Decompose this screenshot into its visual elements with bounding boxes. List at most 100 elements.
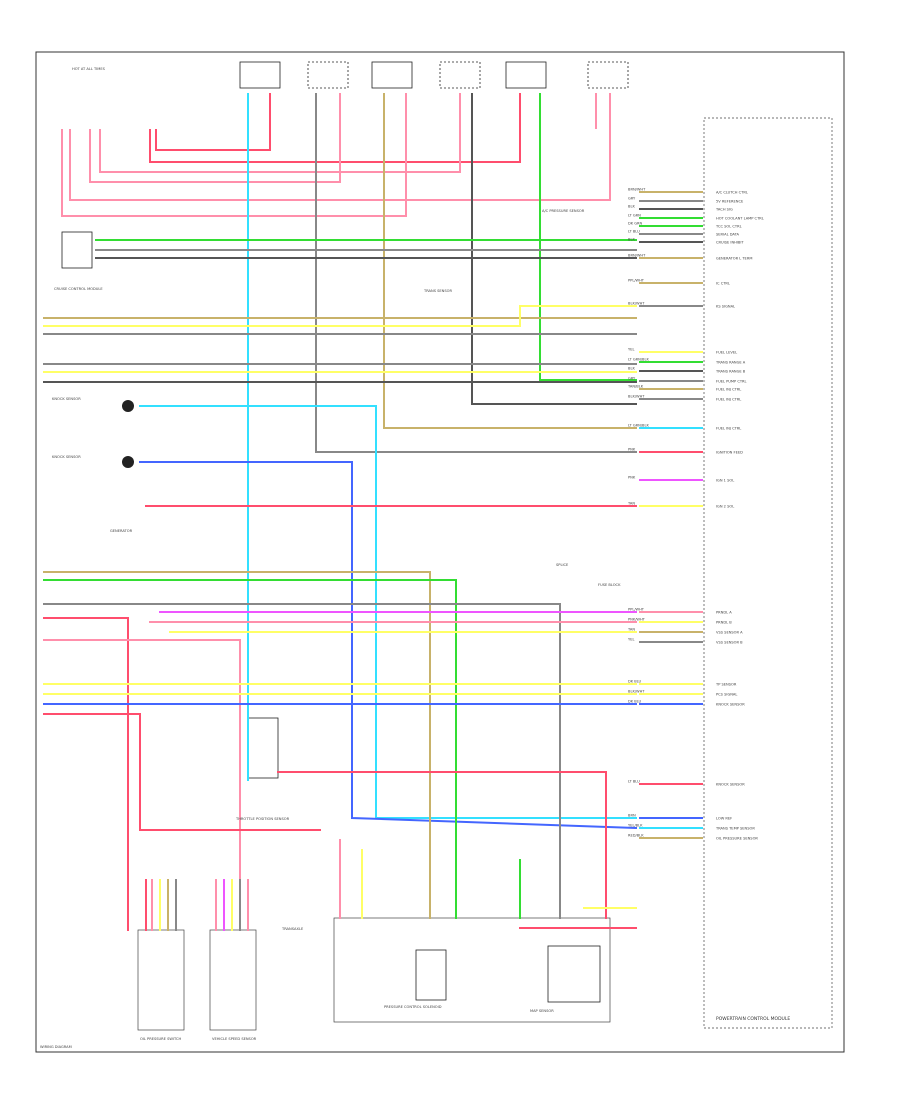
- harness-wire: [43, 603, 561, 919]
- component-labels: HOT AT ALL TIMES CRUISE CONTROL MODULE K…: [40, 67, 621, 1049]
- tcc-sensor-label: TRANS SENSOR: [423, 289, 452, 293]
- pcm-pin-wire-color: PNK: [628, 476, 636, 480]
- pcm-pin-wire-color: BRN/WHT: [628, 254, 646, 258]
- pcm-pin-label: FUEL INJ CTRL: [716, 427, 741, 431]
- pcm-pin-label: TRANS RANGE B: [715, 370, 746, 374]
- pcm-pin-label: KS SIGNAL: [716, 305, 735, 309]
- injector-signal-wire: [315, 93, 637, 453]
- pcm-pin-label: OIL PRESSURE SENSOR: [716, 837, 758, 841]
- map-sensor-box: [547, 945, 601, 1003]
- pcm-pin-wire-color: YEL: [628, 348, 634, 352]
- pcm-pin-label: VSS SENSOR A: [716, 631, 743, 635]
- injector-feed-wire: [89, 93, 341, 183]
- pcm-pin-wire-color: LT GRN: [628, 214, 641, 218]
- knock-sensor-1-icon: [122, 400, 134, 412]
- pcm-pin-label: FUEL INJ CTRL: [716, 398, 741, 402]
- hot-fuse-label: HOT AT ALL TIMES: [72, 67, 106, 71]
- map-sensor-label: MAP SENSOR: [530, 1009, 554, 1013]
- pcm-pin-wire-color: TAN: [627, 628, 635, 632]
- pin-layer: BRN/WHT A/C CLUTCH CTRL GRY 5V REFERENCE BLK…: [627, 188, 764, 841]
- data-link-wire: [43, 305, 637, 327]
- pcm-pin-label: 5V REFERENCE: [716, 200, 744, 204]
- generator-signal-wire: [277, 771, 607, 919]
- pcm-pin-wire-color: BLK: [628, 367, 635, 371]
- harness-wire: [43, 639, 241, 931]
- pcm-pin-wire-color: LT GRN/BLK: [628, 358, 649, 362]
- pcm-pin-wire-color: BRN: [628, 814, 636, 818]
- pcm-pin-wire-color: TAN/BLK: [627, 385, 644, 389]
- injector-feed-wire: [149, 93, 521, 163]
- harness-wire: [43, 713, 321, 831]
- pcm-pin-label: TP SENSOR: [715, 683, 737, 687]
- pcm-pin-label: PCS SIGNAL: [716, 693, 737, 697]
- pcm-pin-wire-color: PNK: [628, 448, 636, 452]
- wire-layer: [43, 93, 703, 931]
- pcm-pin-label: A/C CLUTCH CTRL: [716, 191, 748, 195]
- pcm-pin-label: KNOCK SENSOR: [716, 783, 745, 787]
- pcs-box: [415, 949, 447, 1001]
- pcm-pin-label: SERIAL DATA: [716, 233, 740, 237]
- pcm-pin-label: CRUISE INHIBIT: [716, 241, 744, 245]
- pcm-pin-label: IGN 1 SOL: [716, 479, 734, 483]
- pcm-pin-label: PRNDL A: [716, 611, 732, 615]
- injector-feed-wire: [99, 93, 461, 173]
- pcm-pin-wire-color: BLK/WHT: [628, 690, 645, 694]
- pcm-pin-wire-color: LT BLU: [628, 780, 640, 784]
- fuse-block-label: FUSE BLOCK: [598, 583, 621, 587]
- injector-feed-wire: [155, 93, 271, 151]
- pcm-pin-wire-color: BRN/WHT: [628, 188, 646, 192]
- pcm-pin-wire-color: DK BLU: [628, 700, 642, 704]
- cruise-label: CRUISE CONTROL MODULE: [54, 287, 103, 291]
- bottom-left-connector-2: [209, 929, 257, 1031]
- pcm-pin-wire-color: BLK/WHT: [628, 302, 645, 306]
- pcm-pin-label: PRNDL B: [716, 621, 732, 625]
- generator-box: [247, 717, 279, 779]
- injector-feed-wire: [69, 93, 611, 201]
- pcm-pin-label: IC CTRL: [716, 282, 730, 286]
- pcm-pin-wire-color: BLK: [628, 238, 635, 242]
- pcm-pin-label: TCC SOL CTRL: [715, 225, 742, 229]
- pcm-pin-label: LOW REF: [716, 817, 732, 821]
- pcm-pin-wire-color: LT GRN/BLK: [628, 424, 649, 428]
- pcm-pin-label: TRANS TEMP SENSOR: [715, 827, 755, 831]
- knock-sensor-2-icon: [122, 456, 134, 468]
- injector-signal-wire: [471, 93, 637, 405]
- pcm-pin-label: IGNITION FEED: [716, 451, 743, 455]
- vss-label: VEHICLE SPEED SENSOR: [212, 1037, 257, 1041]
- transaxle-label: TRANSAXLE: [281, 927, 304, 931]
- pcm-pin-label: FUEL PUMP CTRL: [716, 380, 747, 384]
- injector-feed-wire: [61, 93, 407, 217]
- injector-signal-wire: [539, 93, 637, 381]
- pcm-pin-wire-color: LT BLU: [628, 230, 640, 234]
- pcm-pin-wire-color: GRY: [628, 377, 636, 381]
- pcm-pin-wire-color: DK GRN: [628, 222, 643, 226]
- pcm-pin-wire-color: DK BLU: [628, 680, 642, 684]
- pcm-connector: [703, 117, 833, 1029]
- harness-wire: [43, 617, 129, 931]
- pcm-pin-wire-color: YEL: [628, 638, 634, 642]
- knock-2-label: KNOCK SENSOR: [52, 455, 81, 459]
- harness-wire: [43, 571, 431, 919]
- a-c-sensor-label: A/C PRESSURE SENSOR: [542, 209, 585, 213]
- tp-sensor-label: THROTTLE POSITION SENSOR: [235, 817, 290, 821]
- generator-label: GENERATOR: [110, 529, 133, 533]
- pcs-label: PRESSURE CONTROL SOLENOID: [384, 1005, 442, 1009]
- pcm-pin-wire-color: PNK/WHT: [628, 618, 646, 622]
- footer-label: WIRING DIAGRAM: [40, 1045, 72, 1049]
- pcm-pin-label: GENERATOR L TERM: [716, 257, 752, 261]
- pcm-pin-wire-color: YEL/BLK: [628, 824, 643, 828]
- oil-switch-label: OIL PRESSURE SWITCH: [140, 1037, 181, 1041]
- diagram-frame: [35, 51, 845, 1053]
- pcm-pin-label: FUEL LEVEL: [716, 351, 737, 355]
- knock-sensor-wire: [139, 461, 638, 830]
- pcm-pin-label: VSS SENSOR B: [716, 641, 743, 645]
- pcm-pin-label: KNOCK SENSOR: [716, 703, 745, 707]
- pcm-pin-wire-color: PPL/WHT: [628, 608, 645, 612]
- injector-connectors: [239, 61, 629, 89]
- pcm-pin-wire-color: RED/BLK: [628, 834, 644, 838]
- harness-wire: [43, 579, 457, 919]
- pcm-pin-label: TRANS RANGE A: [715, 361, 746, 365]
- pcm-pin-wire-color: TAN: [627, 502, 635, 506]
- pcm-pin-wire-color: PPL/WHT: [628, 279, 645, 283]
